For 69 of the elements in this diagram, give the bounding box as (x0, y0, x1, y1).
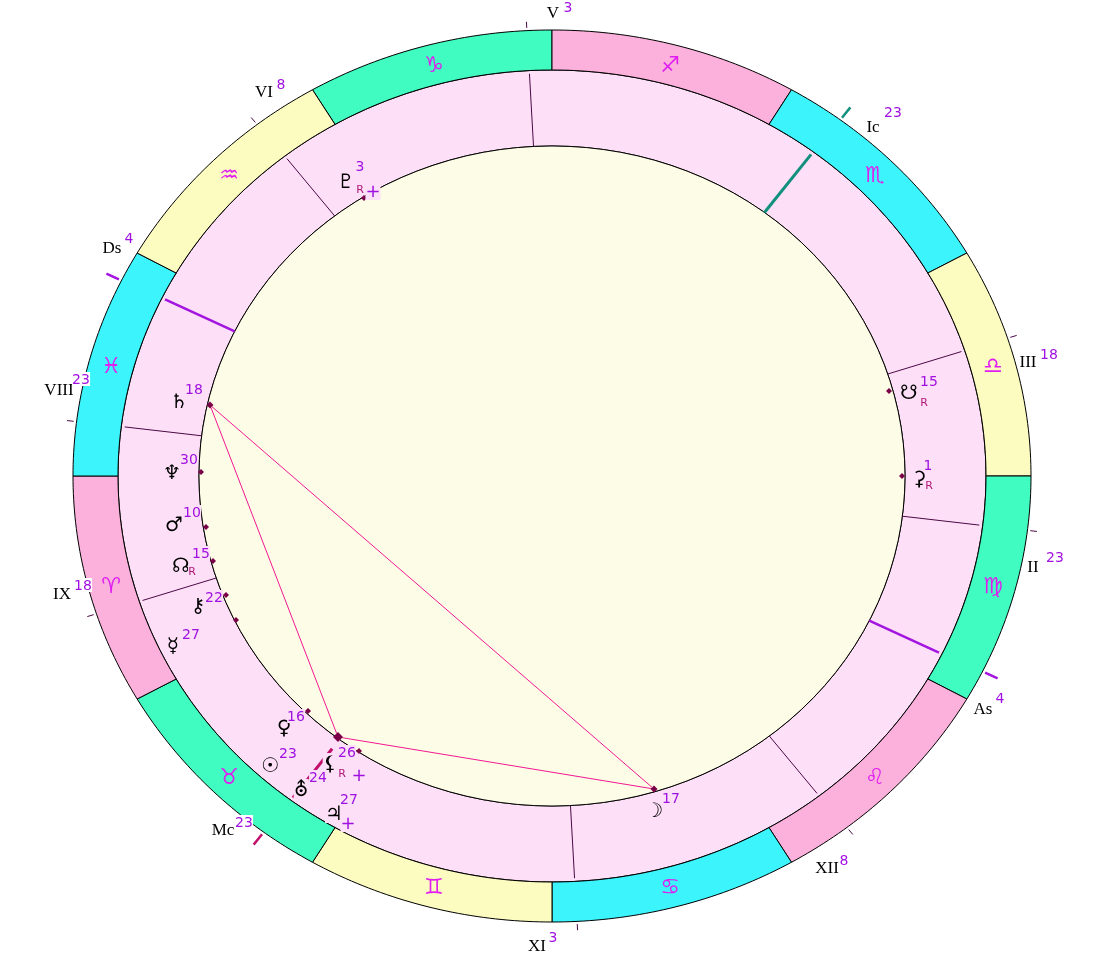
degree-number: 27 (182, 627, 200, 641)
retrograde-mark: R (920, 396, 928, 408)
planet-symbol: ♃ (325, 803, 343, 823)
zodiac-sign-symbol: ♉ (219, 766, 240, 789)
plus-mark: + (365, 182, 381, 200)
degree-number: 16 (287, 709, 305, 723)
zodiac-sign-symbol: ♋ (660, 876, 680, 899)
degree-number: 23 (235, 815, 253, 829)
house-number-label: III (1019, 352, 1037, 370)
plus-mark: + (351, 766, 367, 784)
zodiac-sign-symbol: ♌ (864, 766, 885, 789)
house-number-label: XII (815, 858, 839, 876)
zodiac-sign-symbol: ♍ (983, 575, 1003, 598)
house-number-label: II (1027, 557, 1039, 575)
degree-number: 4 (124, 231, 134, 245)
planet-symbol: ♂ (165, 514, 183, 534)
zodiac-sign-symbol: ♑ (424, 53, 444, 76)
degree-number: 18 (74, 578, 92, 592)
aspect-line (341, 737, 652, 789)
zodiac-sign-symbol: ♐ (660, 53, 680, 76)
degree-number: 30 (180, 452, 198, 466)
house-number-label: VI (255, 82, 273, 100)
degree-number: 17 (662, 791, 680, 805)
house-number-label: XI (528, 936, 546, 954)
zodiac-sign-symbol: ♎ (983, 354, 1003, 377)
degree-number: 1 (923, 458, 933, 472)
degree-number: 27 (340, 792, 358, 806)
degree-number: 23 (1046, 550, 1064, 564)
plus-mark: + (340, 814, 356, 832)
degree-number: 3 (355, 159, 365, 173)
zodiac-sign-symbol: ♒ (219, 163, 240, 186)
degree-number: 8 (839, 853, 849, 867)
planet-symbol: ☋ (900, 382, 918, 402)
degree-number: 15 (192, 546, 210, 560)
zodiac-sign-symbol: ♓ (101, 354, 121, 377)
planet-symbol: ☉ (261, 755, 279, 775)
zodiac-sign-symbol: ♏ (864, 163, 885, 186)
angle-label: Ds (102, 238, 122, 256)
aspect-line (211, 406, 653, 788)
zodiac-sign-symbol: ♈ (101, 575, 121, 598)
angle-label: Ic (866, 117, 880, 135)
house-number-label: V (546, 3, 560, 21)
angle-label: Mc (211, 820, 235, 838)
degree-number: 24 (309, 770, 327, 784)
degree-number: 3 (563, 0, 573, 14)
angle-label: As (973, 699, 993, 717)
degree-number: 23 (884, 105, 902, 119)
retrograde-mark: R (356, 183, 364, 195)
degree-number: 22 (205, 590, 223, 604)
house-number-label: IX (53, 584, 71, 602)
house-number-label: VIII (44, 380, 74, 398)
degree-number: 23 (72, 372, 90, 386)
degree-number: 4 (995, 691, 1005, 705)
degree-number: 18 (185, 382, 203, 396)
planet-symbol: ⛢ (293, 779, 309, 799)
retrograde-mark: R (338, 767, 346, 779)
zodiac-sign-symbol: ♊ (424, 876, 444, 899)
retrograde-mark: R (188, 565, 196, 577)
aspect-line (210, 407, 338, 734)
planet-symbol: ☿ (166, 635, 180, 655)
degree-number: 8 (276, 77, 286, 91)
degree-number: 23 (279, 746, 297, 760)
degree-number: 15 (920, 374, 938, 388)
degree-number: 10 (183, 505, 201, 519)
planet-symbol: ♆ (163, 462, 181, 482)
degree-number: 26 (338, 745, 356, 759)
degree-number: 3 (548, 930, 558, 944)
planet-symbol: ☊ (172, 555, 190, 575)
retrograde-mark: R (925, 479, 933, 491)
